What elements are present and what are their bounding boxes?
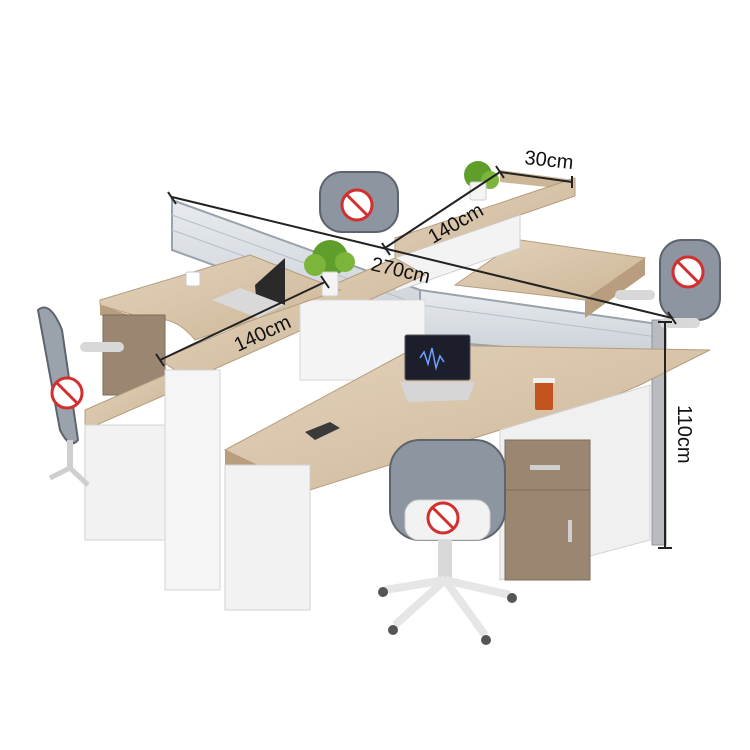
mug [185, 271, 201, 287]
chair-front [378, 439, 517, 645]
no-entry-icon [340, 188, 374, 222]
phone [305, 422, 340, 440]
laptop-front [400, 334, 475, 402]
plant-right [464, 161, 499, 201]
no-entry-icon [426, 501, 460, 535]
plant-center [304, 240, 355, 297]
center-shelf [158, 177, 576, 381]
dimension-depth-label: 30cm [523, 147, 574, 174]
front-left-desk [84, 369, 221, 591]
no-entry-icon [671, 255, 705, 289]
dimension-height-label: 110cm [673, 405, 695, 464]
dimension-lines [155, 165, 677, 549]
front-right-desk [223, 344, 711, 611]
no-entry-icon [50, 376, 84, 410]
coffee-cup [533, 378, 555, 410]
